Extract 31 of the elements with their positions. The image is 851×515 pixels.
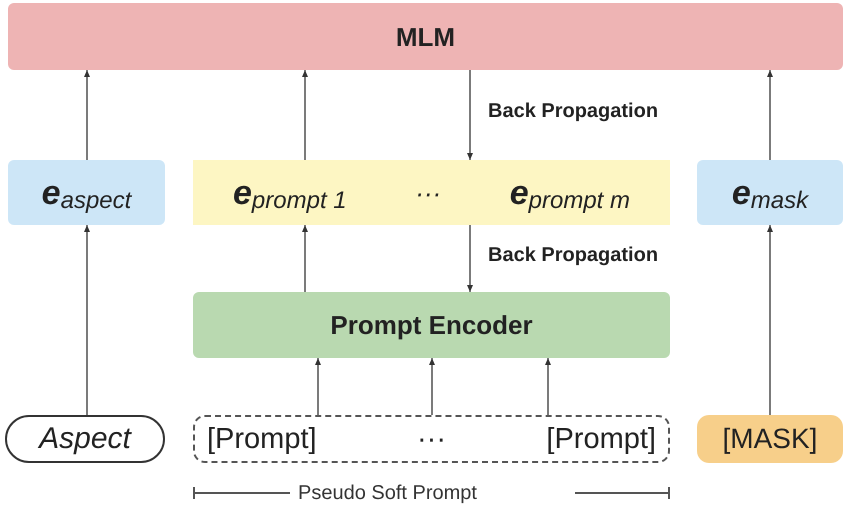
- arrow: [767, 70, 773, 160]
- node-text: [MASK]: [722, 425, 818, 453]
- embedding-band: [193, 160, 670, 225]
- arrow: [467, 225, 473, 292]
- arrow: [302, 70, 308, 160]
- encoder-box: [193, 292, 670, 358]
- mask-box: [697, 415, 843, 463]
- dimension-label: Pseudo Soft Prompt: [298, 483, 477, 503]
- node-text: Prompt Encoder: [330, 312, 533, 338]
- input-pill: [5, 415, 165, 463]
- edge-label: Back Propagation: [488, 244, 658, 264]
- arrow: [767, 225, 773, 415]
- node-text: [Prompt]: [546, 424, 656, 454]
- node-text: ···: [415, 180, 442, 206]
- node-text: MLM: [396, 24, 456, 50]
- arrow: [315, 358, 321, 415]
- node-text: Aspect: [39, 424, 131, 454]
- node-text: e$_{mask}$: [732, 176, 808, 210]
- prompt-group: [193, 415, 670, 463]
- arrow: [302, 225, 308, 292]
- embedding-box: [8, 160, 165, 225]
- arrow: [84, 225, 90, 415]
- model-box: [8, 3, 843, 70]
- arrow: [467, 70, 473, 160]
- arrow: [429, 358, 435, 415]
- edge-label: Back Propagation: [488, 101, 658, 121]
- embedding-box: [697, 160, 843, 225]
- arrow: [84, 70, 90, 160]
- arrow: [545, 358, 551, 415]
- node-text: ···: [417, 424, 446, 454]
- node-text: [Prompt]: [207, 424, 317, 454]
